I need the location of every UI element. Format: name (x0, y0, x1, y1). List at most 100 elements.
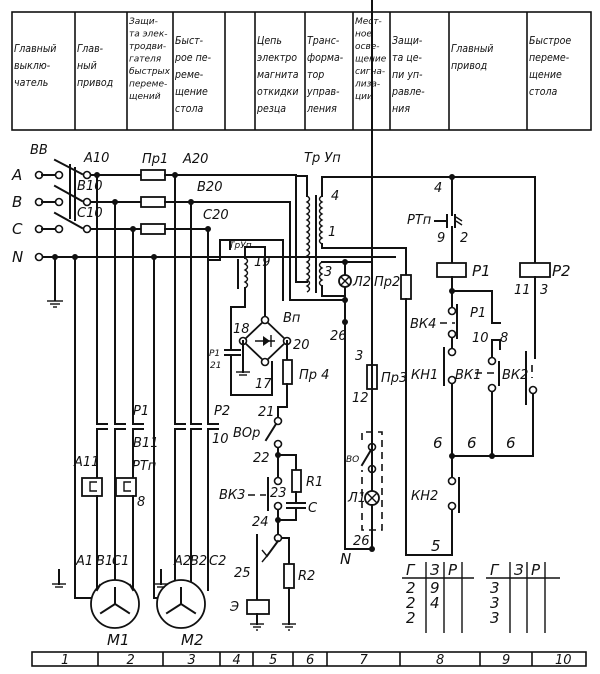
contact-table-cell: 2 (406, 594, 416, 612)
label-button-kn2: КН2 (411, 489, 438, 504)
label-motor-m2: M2 (181, 631, 204, 649)
local-lighting-circuit (344, 0, 383, 552)
contact-table-header: Р (448, 561, 458, 579)
label-node-10: 10 (212, 432, 229, 447)
terminal-b-switch (54, 197, 64, 207)
label-node-5: 5 (431, 537, 441, 555)
header-cell-text: тродви- (129, 42, 166, 52)
zone-number-3: 3 (188, 653, 196, 668)
label-c1: C1 (112, 554, 129, 569)
header-cell-text: ления (306, 103, 337, 115)
header-cell-text: магнита (257, 69, 299, 81)
zone-number-4: 4 (233, 653, 241, 668)
label-switch-vv: ВВ (30, 143, 48, 158)
header-cell-text: электро (257, 52, 297, 64)
switch-vo (360, 448, 373, 467)
header-cell-text: стола (529, 86, 558, 98)
label-node-12: 12 (352, 391, 369, 406)
relay-coil-p2 (519, 262, 551, 278)
label-electromagnet: Э (229, 600, 239, 615)
label-relay-p2: P2 (552, 262, 571, 280)
fuse-pr2 (400, 274, 412, 300)
label-node-19: 19 (254, 255, 271, 270)
label-relay-p1: P1 (472, 262, 491, 280)
header-cell-text: форма- (307, 52, 344, 64)
zone-number-6: 6 (306, 653, 314, 668)
switch-blade-a (53, 158, 84, 176)
header-cell-text: тор (307, 69, 324, 81)
header-cell-9: Защи-та це-пи уп-равле-ния (391, 35, 425, 115)
contact-table-2 (486, 562, 560, 633)
label-switch-vk3: ВК3 (219, 488, 245, 503)
label-node-11: 11 (514, 283, 531, 298)
header-cell-3: Защи-та элек-тродви-гателябыстрыхпереме-… (129, 17, 171, 102)
header-cell-text: гателя (129, 55, 162, 65)
contact-table-header: Г (406, 561, 416, 579)
terminal-a-switch (54, 170, 64, 180)
header-cell-text: Быстрое (529, 35, 571, 47)
thermal-relay-a11 (81, 477, 103, 497)
contact-table-header: Р (531, 561, 541, 579)
switch-blade-c (53, 211, 84, 230)
header-cell-text: щений (129, 92, 161, 102)
label-p1-contact: P1 (133, 404, 149, 419)
terminal-c-switch (54, 224, 64, 234)
header-cell-text: Транс- (307, 35, 340, 47)
header-cell-text: переме- (129, 80, 167, 90)
label-b1: B1 (96, 554, 113, 569)
header-cell-text: резца (256, 103, 286, 115)
label-b10: B10 (77, 179, 102, 194)
label-node-23: 23 (270, 486, 287, 501)
label-a20: A20 (182, 152, 208, 167)
label-node-20: 20 (293, 338, 310, 353)
header-cell-text: осве- (355, 42, 380, 52)
fuse-pr1-c (140, 223, 166, 235)
label-button-kn1: КН1 (411, 368, 438, 383)
header-cell-text: та це- (392, 52, 423, 64)
label-node-10-right: 10 (472, 331, 489, 346)
header-cell-text: Быст- (175, 35, 204, 47)
contact-table-header: З (430, 561, 440, 579)
zone-number-8: 8 (436, 653, 444, 668)
zone-number-9: 9 (502, 653, 510, 668)
labels: ВВ A B C N A10 B10 C10 Пр1 A20 B20 C20 P… (11, 143, 571, 649)
label-resistor-r2: R2 (298, 569, 315, 584)
header-cell-text: чатель (14, 77, 48, 89)
transformer-lighting-winding (318, 261, 324, 287)
label-resistor-r1: R1 (306, 475, 323, 490)
contact-table-header: Г (490, 561, 500, 579)
label-c2: C2 (209, 554, 226, 569)
header-cell-text: переме- (529, 52, 570, 64)
header-cell-text: быстрых (129, 67, 171, 77)
electromagnet-e (246, 599, 270, 615)
small-transformer-trup (243, 257, 249, 289)
label-a11: A11 (73, 455, 99, 470)
contact-table-cell: 4 (430, 594, 440, 612)
label-relay-rtp: РТп (407, 213, 432, 228)
contact-table-cell: 2 (406, 579, 416, 597)
control-circuit (405, 174, 551, 556)
label-fuse-pr1: Пр1 (142, 152, 168, 167)
label-node-21: 21 (258, 405, 275, 420)
header-cell-text: щение (355, 55, 387, 65)
header-cell-text: привод (451, 60, 487, 72)
label-p2-contact: P2 (214, 404, 230, 419)
fuse-pr1-a (140, 169, 166, 181)
label-node-6b: 6 (467, 434, 477, 452)
switch-blade-b (53, 184, 84, 203)
label-phase-a: A (11, 166, 22, 184)
resistor-r1 (291, 469, 302, 493)
label-phase-b: B (12, 193, 22, 211)
label-node-18: 18 (233, 322, 250, 337)
relay-coil-p1 (436, 262, 467, 278)
transformer-secondary (318, 195, 324, 245)
label-node-24: 24 (252, 515, 269, 530)
contact-table-cell: 3 (490, 579, 500, 597)
label-fuse-pr2: Пр2 (374, 275, 400, 290)
header-cell-text: Глав- (77, 43, 104, 55)
